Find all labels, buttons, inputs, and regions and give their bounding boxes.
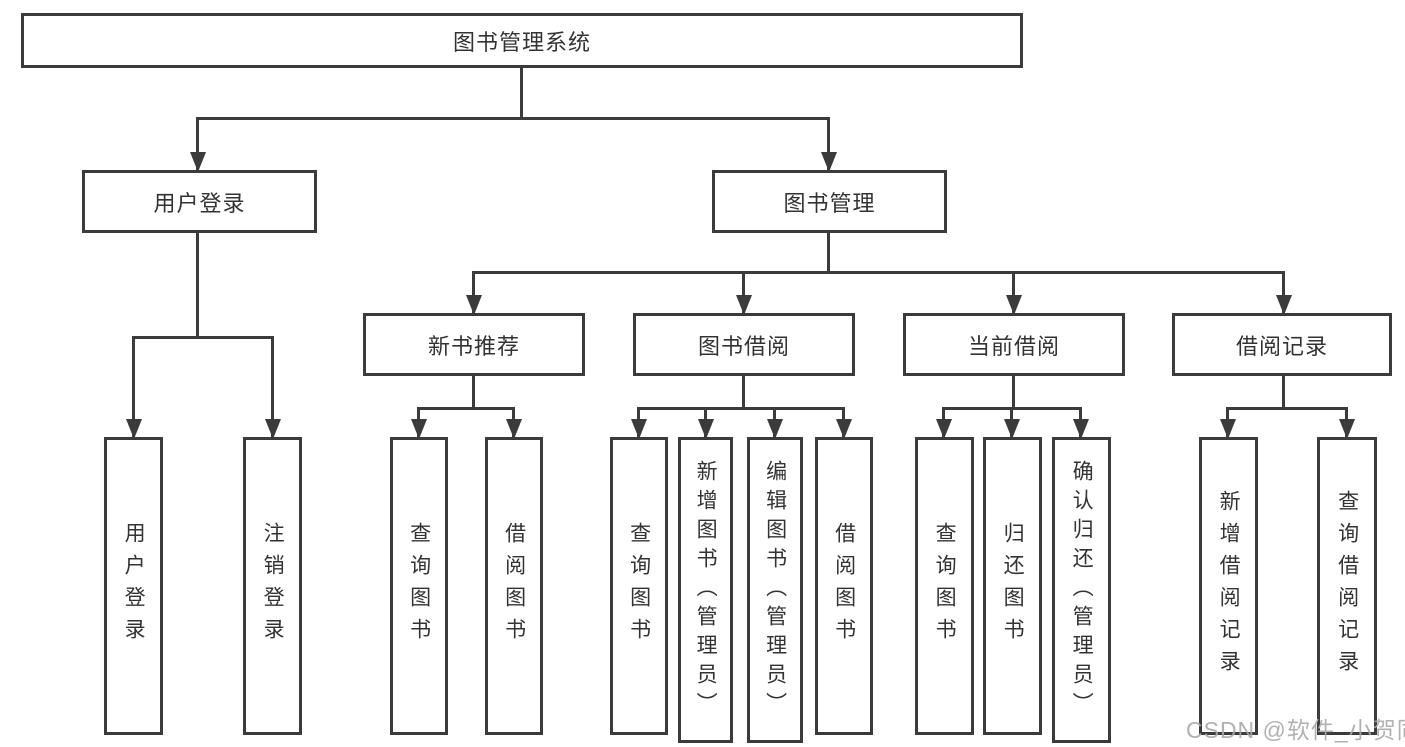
node-new-book-recommend: 新书推荐 (363, 313, 585, 376)
node-borrowing-records: 借阅记录 (1172, 313, 1392, 376)
connector-line (637, 407, 844, 410)
connector-line (196, 233, 199, 339)
leaf-query-books: 查询图书 (610, 437, 668, 735)
connector-line (132, 336, 274, 339)
connector-line (827, 117, 830, 172)
connector-line (472, 271, 1285, 274)
connector-line (520, 68, 523, 120)
arrow-down-icon (1220, 419, 1236, 439)
leaf-add-books-admin: 新增图书（管理员） (678, 437, 733, 743)
arrow-down-icon (265, 419, 281, 439)
node-current-borrowing: 当前借阅 (903, 313, 1125, 376)
connector-line (196, 117, 199, 172)
leaf-user-login: 用户登录 (104, 437, 163, 735)
leaf-logout: 注销登录 (243, 437, 302, 735)
leaf-borrow-books: 借阅图书 (485, 437, 543, 735)
connector-line (472, 376, 475, 410)
leaf-add-borrow-record: 新增借阅记录 (1199, 437, 1258, 735)
connector-line (827, 233, 830, 274)
arrow-down-icon (631, 419, 647, 439)
arrow-down-icon (936, 419, 952, 439)
leaf-borrow-books: 借阅图书 (815, 437, 873, 735)
connector-line (1282, 271, 1285, 315)
leaf-query-borrow-record: 查询借阅记录 (1317, 437, 1377, 735)
arrow-down-icon (126, 419, 142, 439)
arrow-down-icon (190, 152, 206, 172)
arrow-down-icon (506, 419, 522, 439)
connector-line (1226, 407, 1348, 410)
arrow-down-icon (821, 152, 837, 172)
node-user-login: 用户登录 (82, 170, 317, 233)
arrow-down-icon (466, 295, 482, 315)
csdn-watermark: CSDN @软件_小贺同学 (1186, 717, 1405, 743)
node-root: 图书管理系统 (21, 13, 1023, 68)
connector-line (132, 336, 135, 438)
connector-line (417, 407, 515, 410)
arrow-down-icon (1073, 419, 1089, 439)
connector-line (1282, 376, 1285, 410)
leaf-confirm-return-admin: 确认归还（管理员） (1052, 437, 1111, 743)
leaf-edit-books-admin: 编辑图书（管理员） (747, 437, 803, 743)
arrow-down-icon (1339, 419, 1355, 439)
connector-line (472, 271, 475, 315)
connector-line (1012, 376, 1015, 410)
arrow-down-icon (698, 419, 714, 439)
arrow-down-icon (1006, 295, 1022, 315)
arrow-down-icon (1276, 295, 1292, 315)
leaf-query-books: 查询图书 (915, 437, 974, 735)
connector-line (742, 271, 745, 315)
connector-line (742, 376, 745, 410)
arrow-down-icon (736, 295, 752, 315)
node-book-management: 图书管理 (712, 170, 947, 233)
arrow-down-icon (1004, 419, 1020, 439)
arrow-down-icon (767, 419, 783, 439)
leaf-query-books: 查询图书 (390, 437, 448, 735)
leaf-return-books: 归还图书 (983, 437, 1042, 735)
connector-line (1012, 271, 1015, 315)
arrow-down-icon (836, 419, 852, 439)
node-book-borrowing: 图书借阅 (633, 313, 855, 376)
arrow-down-icon (411, 419, 427, 439)
connector-line (271, 336, 274, 438)
connector-line (196, 117, 830, 120)
